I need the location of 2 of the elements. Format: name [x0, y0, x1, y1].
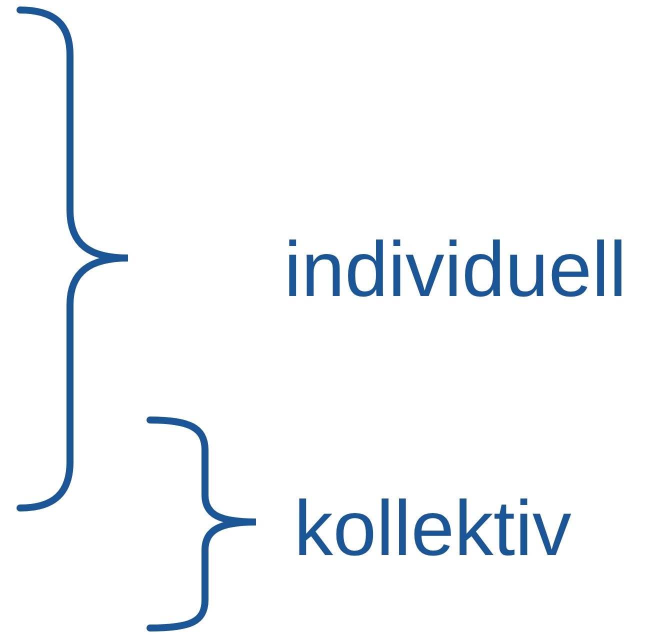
side-label: kollektiv	[294, 489, 572, 567]
side-label: individuell	[284, 230, 627, 308]
